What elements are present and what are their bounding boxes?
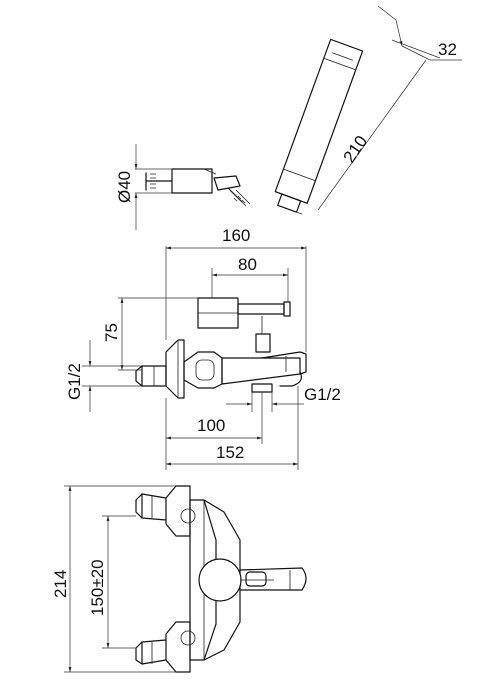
lower-escutcheon [135,621,196,673]
dim-diameter-40: Ø40 [115,144,172,230]
lever-side [198,558,307,602]
dim-inlet-thread: G1/2 [65,340,142,412]
dim-diameter-40-label: Ø40 [115,171,134,203]
dim-80-label: 80 [238,255,257,274]
hose-connector [213,175,251,207]
dim-152: 152 [166,386,299,470]
dim-inlet-thread-label: G1/2 [65,363,84,400]
dim-152-label: 152 [216,443,244,462]
escutcheon [165,339,185,399]
upper-escutcheon [135,485,196,537]
dim-214: 214 [51,485,176,673]
dim-210: 210 [295,39,441,215]
dim-210-label: 210 [340,132,372,166]
front-view: 160 80 75 G1/2 [65,226,341,470]
hand-shower-body [274,38,364,213]
side-view: 214 150±20 [51,485,307,673]
dim-32: 32 [377,5,462,61]
wall-holder [145,168,217,194]
cartridge-and-lever [197,297,291,353]
dim-80: 80 [211,255,289,302]
dim-75: 75 [102,297,198,371]
dim-outlet-thread: G1/2 [226,385,341,412]
dim-150: 150±20 [88,515,136,649]
mixer-body [183,351,307,389]
dim-100-label: 100 [197,416,225,435]
dim-75-label: 75 [102,323,121,342]
dim-214-label: 214 [51,570,70,598]
dim-100: 100 [165,392,263,470]
dim-160: 160 [165,226,307,352]
outlet-connector [251,383,273,393]
dim-160-label: 160 [222,226,250,245]
inlet-connector [135,365,167,387]
dim-150-label: 150±20 [88,559,107,616]
hand-shower-view: 32 210 Ø40 [115,5,462,230]
dim-32-label: 32 [438,40,457,59]
dim-outlet-thread-label: G1/2 [304,385,341,404]
